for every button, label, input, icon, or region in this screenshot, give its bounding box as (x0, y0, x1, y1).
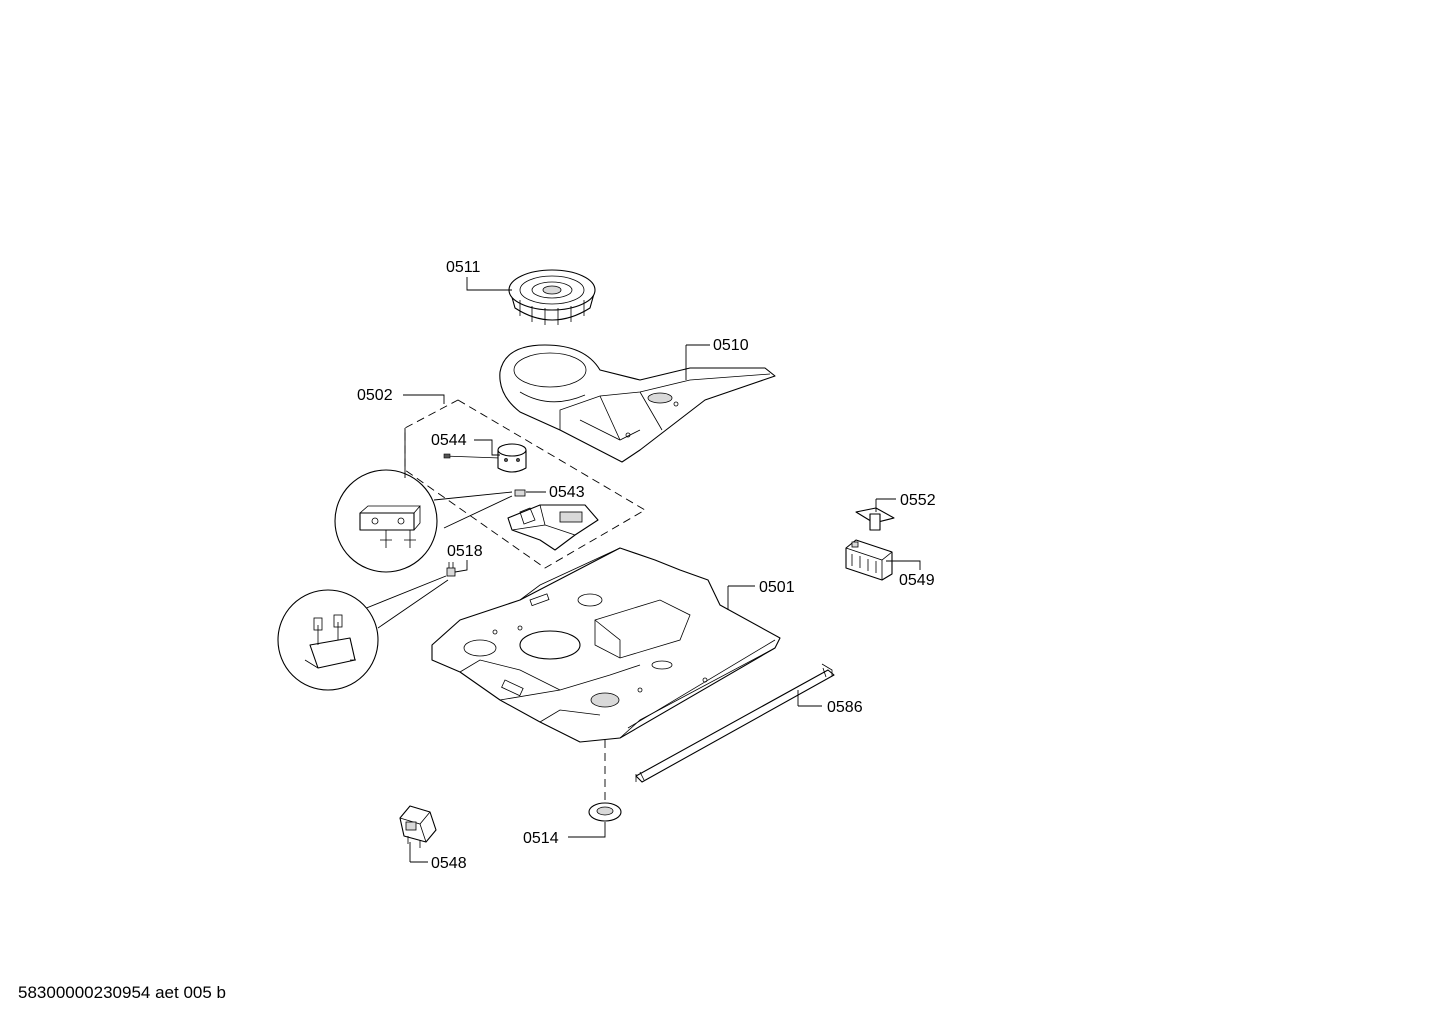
callout-0514: 0514 (523, 830, 559, 847)
leader-lines (403, 277, 921, 863)
callout-0548: 0548 (431, 855, 467, 872)
callout-0502: 0502 (357, 387, 393, 404)
part-0543-connector[interactable] (514, 489, 526, 497)
part-0510-fan-housing[interactable] (499, 344, 776, 463)
part-0586-rail[interactable] (635, 663, 835, 783)
callout-0518: 0518 (447, 543, 483, 560)
part-0549-terminal-block[interactable] (845, 539, 893, 581)
callout-0511: 0511 (446, 259, 481, 276)
part-0514-grommet[interactable] (588, 802, 622, 822)
drawing-number: 58300000230954 aet 005 b (18, 983, 226, 1002)
detail-circle-0543 (334, 469, 513, 573)
part-0548-switch[interactable] (399, 805, 437, 848)
part-0544-motor[interactable] (443, 443, 527, 473)
callout-0544: 0544 (431, 432, 467, 449)
callout-0501: 0501 (759, 579, 795, 596)
callout-0543: 0543 (549, 484, 585, 501)
part-0511-fan-wheel[interactable] (508, 269, 596, 325)
part-0518-switch[interactable] (446, 562, 456, 577)
callout-0510: 0510 (713, 337, 749, 354)
assembly-0502-outline (404, 399, 646, 569)
callout-0552: 0552 (900, 492, 936, 509)
part-0502-bracket[interactable] (507, 504, 599, 551)
detail-circle-0518 (277, 575, 449, 691)
callout-0586: 0586 (827, 699, 863, 716)
callout-0549: 0549 (899, 572, 935, 589)
part-0552-bracket[interactable] (855, 507, 895, 531)
part-0501-base-plate[interactable] (431, 547, 781, 743)
